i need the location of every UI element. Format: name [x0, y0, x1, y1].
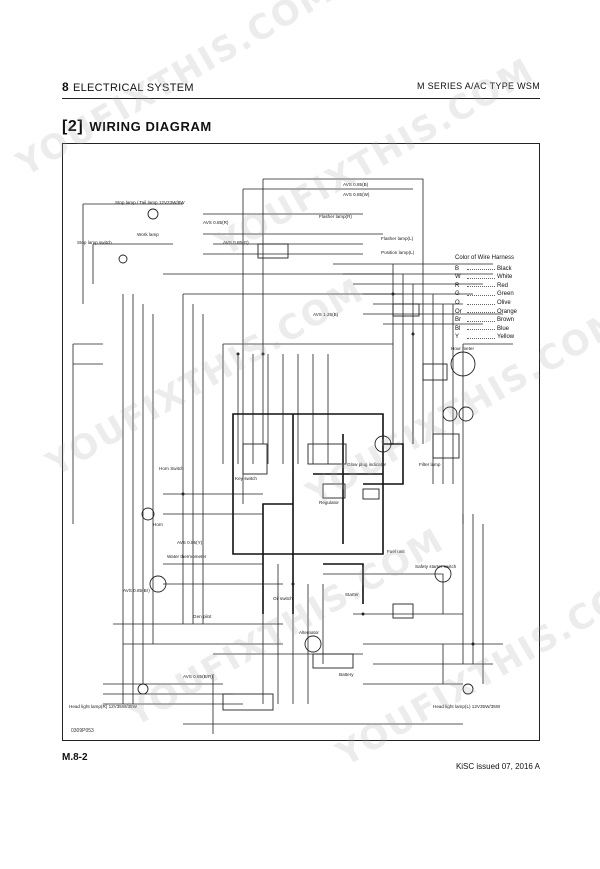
label-wire: AVS 0.85(W): [343, 192, 370, 197]
label-wire: AVS 0.85(Y): [177, 540, 203, 545]
label-regulator: Regulator: [319, 500, 339, 505]
figure-code: 0309P053: [71, 728, 94, 734]
section-title-number: [2]: [62, 118, 84, 135]
section-name: ELECTRICAL SYSTEM: [72, 82, 194, 94]
section-title: [2] WIRING DIAGRAM: [62, 118, 212, 136]
label-glow-plug: Glow plug indicator: [347, 462, 387, 467]
label-fuel-unit: Fuel unit: [387, 549, 405, 554]
label-stop-tail-lamp: Stop lamp / Tail lamp 12V23W/8W: [115, 200, 185, 205]
label-water-thermometer: Water thermometer: [167, 554, 207, 559]
wiring-lines: [72, 178, 513, 734]
label-position-lamp-l: Position lamp(L): [381, 250, 415, 255]
page-number: M.8-2: [62, 752, 88, 763]
label-head-light-l: Head light lamp(L) 12V35W/35W: [433, 704, 501, 709]
label-gen-pilot: Gen pilot: [193, 614, 212, 619]
label-work-lamp: Work lamp: [137, 232, 159, 237]
label-wire: AVS 1.25(B): [313, 312, 339, 317]
label-starter: Starter: [345, 592, 359, 597]
section-title-name: WIRING DIAGRAM: [89, 119, 212, 134]
label-wire: AVS 0.85(Br): [123, 588, 150, 593]
header-divider: [62, 98, 540, 99]
label-stop-lamp-switch: Stop lamp switch: [77, 240, 112, 245]
label-wire: AVS 0.85(B/R): [183, 674, 213, 679]
legend-title: Color of Wire Harness: [455, 255, 515, 261]
label-wire: AVS 0.85(R): [203, 220, 229, 225]
issue-note: KiSC issued 07, 2016 A: [455, 762, 540, 771]
label-hour-meter: Hour meter: [451, 346, 474, 351]
manual-name: M SERIES A/AC TYPE WSM: [417, 81, 540, 91]
label-filter-lamp: Filter lamp: [419, 462, 441, 467]
label-battery: Battery: [339, 672, 354, 677]
label-key-switch: Key switch: [235, 476, 257, 481]
label-wire: AVS 0.85(G): [223, 240, 249, 245]
label-flasher-lamp-l: Flasher lamp(L): [381, 236, 414, 241]
label-horn-switch: Horn Switch: [159, 466, 184, 471]
label-oil-switch: Oil switch: [273, 596, 293, 601]
label-wire: AVS 0.85(B): [343, 182, 369, 187]
label-head-light-r: Head light lamp(R) 12V35W/35W: [69, 704, 137, 709]
label-flasher-lamp-r: Flasher lamp(R): [319, 214, 352, 219]
label-safety-starter-switch: Safety starter switch: [415, 564, 457, 569]
section-number: 8: [62, 80, 69, 94]
label-alternator: Alternator: [299, 630, 319, 635]
label-horn: Horn: [153, 522, 163, 527]
